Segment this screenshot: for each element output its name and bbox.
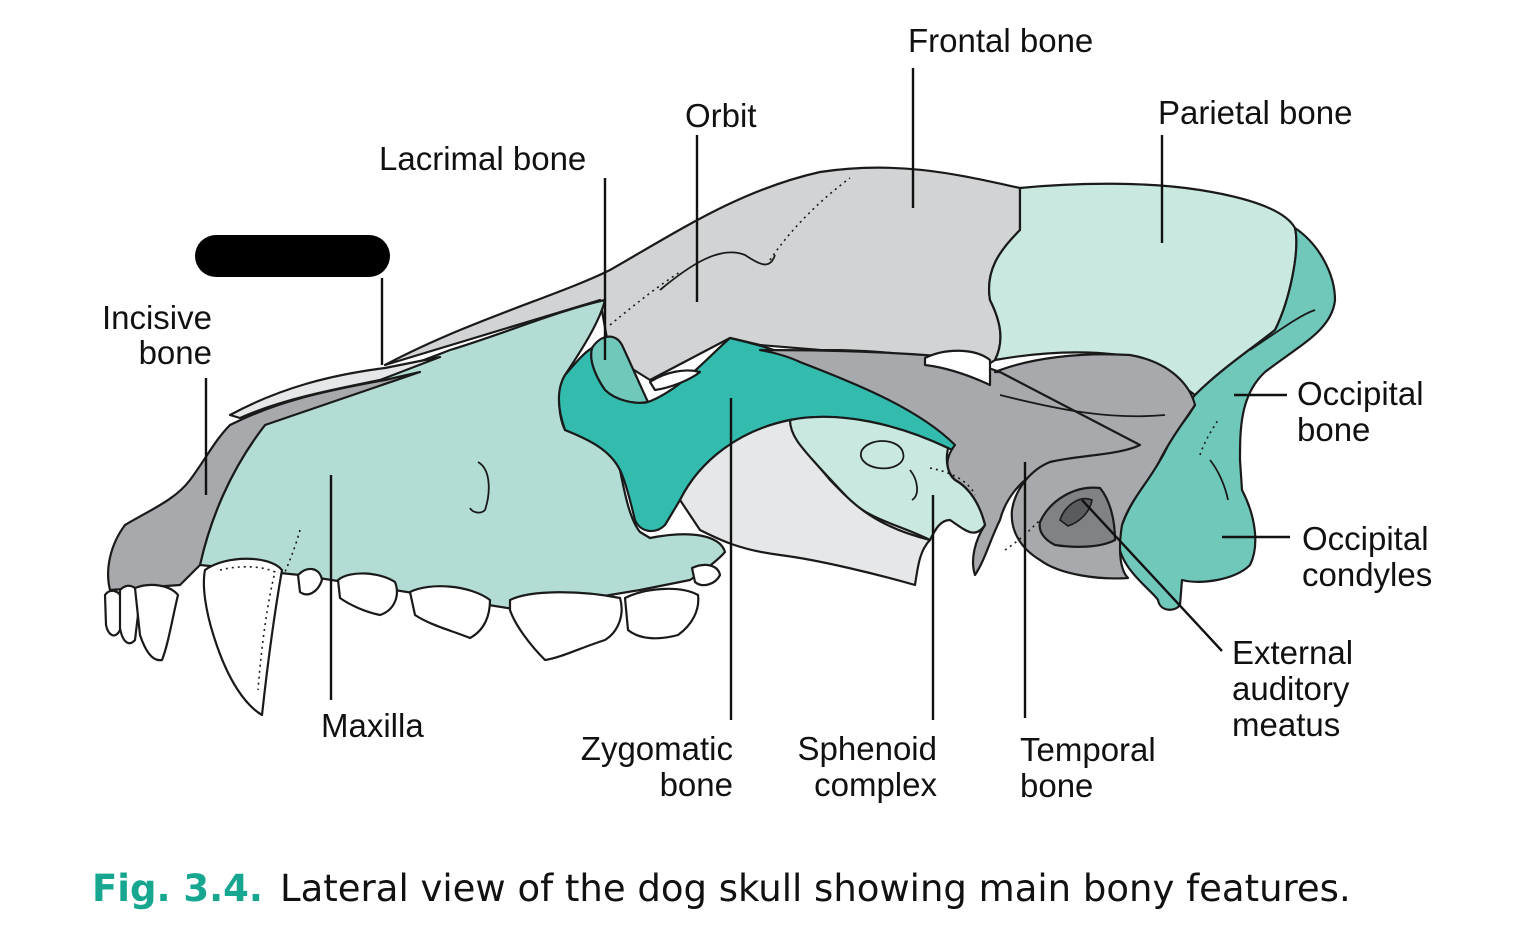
redaction-bar [195, 235, 390, 277]
label-external-auditory-meatus-2: auditory [1232, 670, 1350, 707]
label-external-auditory-meatus-1: External [1232, 634, 1353, 671]
incisor-tooth-3 [133, 583, 180, 662]
carnassial-tooth [508, 591, 623, 662]
label-frontal-bone: Frontal bone [908, 22, 1093, 59]
occipital-bone-region [1116, 226, 1337, 611]
detail-sphenoid-ring [860, 440, 905, 470]
detail-frontal-curve [659, 251, 776, 291]
molar-2 [690, 563, 722, 587]
label-sphenoid-complex-2: complex [814, 766, 937, 803]
figure-caption-number: Fig. 3.4. [92, 867, 263, 910]
premolar-3 [408, 585, 492, 640]
detail-temporal-ridge [999, 394, 1166, 418]
label-maxilla: Maxilla [321, 707, 424, 744]
label-temporal-bone-2: bone [1020, 767, 1093, 804]
nasal-bone-region [228, 355, 442, 420]
detail-occipital-curve [1209, 459, 1229, 501]
figure-caption-text: Lateral view of the dog skull showing ma… [280, 867, 1351, 910]
label-occipital-bone-2: bone [1297, 411, 1370, 448]
pterygoid-region [678, 418, 932, 587]
detail-occipital-dots [1199, 419, 1219, 456]
external-auditory-meatus-hole [1059, 498, 1093, 527]
label-incisive-bone-1: Incisive [102, 299, 212, 336]
orbit-floor-2 [923, 349, 992, 387]
premolar-2 [336, 572, 398, 617]
label-temporal-bone-1: Temporal [1020, 731, 1156, 768]
detail-sphenoid-curve [909, 469, 918, 501]
label-occipital-bone-1: Occipital [1297, 375, 1424, 412]
label-parietal-bone: Parietal bone [1158, 94, 1352, 131]
detail-frontal-suture [609, 271, 681, 326]
canine-tooth [202, 557, 284, 717]
detail-maxilla-dots [284, 529, 301, 573]
label-external-auditory-meatus-3: meatus [1232, 706, 1340, 743]
label-zygomatic-bone-2: bone [660, 766, 733, 803]
label-zygomatic-bone-1: Zygomatic [581, 730, 733, 767]
label-occipital-condyles-2: condyles [1302, 556, 1432, 593]
label-orbit: Orbit [685, 97, 757, 134]
detail-occipital-crest [1249, 309, 1316, 351]
molar-1 [623, 587, 700, 640]
orbit-floor [648, 369, 702, 392]
leader-external-auditory-meatus [1081, 499, 1223, 652]
label-lacrimal-bone: Lacrimal bone [379, 140, 586, 177]
canine-dots [219, 566, 276, 691]
label-occipital-condyles-1: Occipital [1302, 520, 1429, 557]
detail-frontal-suture-2 [769, 177, 851, 261]
label-sphenoid-complex-1: Sphenoid [798, 730, 937, 767]
detail-maxilla-foramen [469, 461, 490, 514]
label-incisive-bone-2: bone [139, 334, 212, 371]
teeth-group [103, 557, 722, 717]
incisor-tooth-2 [118, 584, 142, 645]
premolar-1 [296, 567, 324, 596]
